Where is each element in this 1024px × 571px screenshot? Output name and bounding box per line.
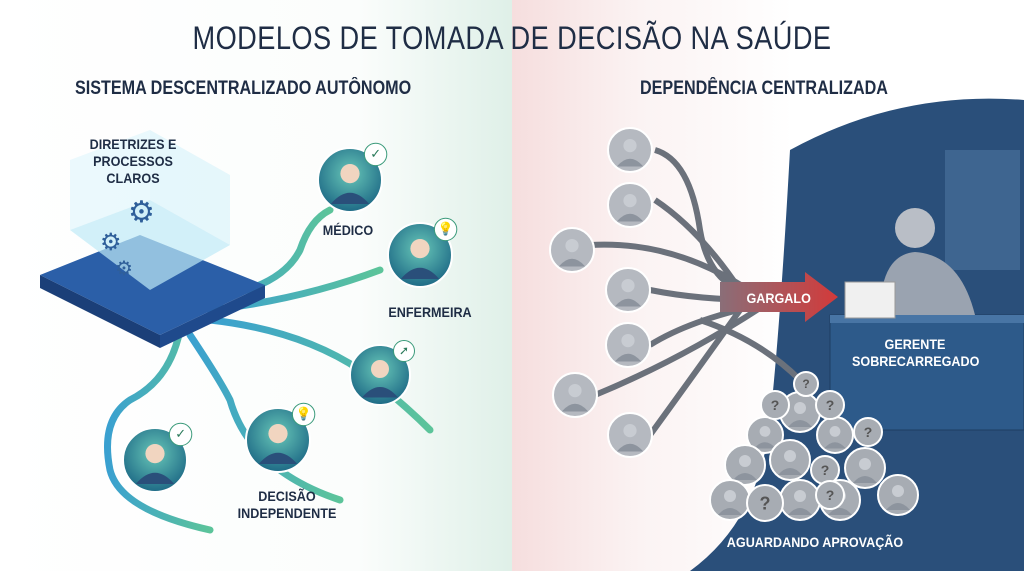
manager-line2: SOBRECARREGADO — [852, 353, 980, 369]
question-avatar: ? — [760, 390, 790, 420]
question-avatar: ? — [746, 484, 784, 522]
svg-text:?: ? — [771, 397, 780, 413]
outcome-label: DECISÃO INDEPENDENTE — [238, 488, 337, 522]
page-title: MODELOS DE TOMADA DE DECISÃO NA SAÚDE — [192, 20, 832, 56]
person-avatar — [607, 412, 653, 458]
person-avatar — [746, 416, 784, 454]
person-avatar — [779, 479, 821, 521]
hub-label: DIRETRIZES E PROCESSOS CLAROS — [75, 136, 192, 187]
paper-stack — [844, 281, 896, 319]
bottleneck-arrow — [720, 272, 838, 322]
person-avatar — [605, 267, 651, 313]
person-avatar: 💡 — [387, 217, 458, 288]
gear-icon: ⚙ — [100, 229, 122, 256]
question-avatar: ? — [793, 371, 819, 397]
svg-text:💡: 💡 — [296, 406, 312, 421]
left-heading: SISTEMA DESCENTRALIZADO AUTÔNOMO — [75, 78, 412, 99]
person-avatar: ➚ — [349, 340, 415, 406]
person-avatar — [877, 474, 919, 516]
person-avatar — [607, 182, 653, 228]
question-avatar: ? — [815, 480, 845, 510]
desk — [829, 314, 1024, 431]
svg-text:💡: 💡 — [438, 221, 454, 236]
bottleneck-label: GARGALO — [746, 290, 811, 306]
gear-icon: ⚙ — [115, 258, 133, 280]
svg-text:➚: ➚ — [399, 344, 409, 358]
person-avatar: 💡 — [245, 402, 316, 473]
person-avatar — [709, 479, 751, 521]
manager-body — [880, 252, 975, 315]
person-avatar — [549, 227, 595, 273]
person-avatar: ✓ — [317, 142, 388, 213]
outcome-line1: DECISÃO — [258, 488, 316, 504]
svg-text:?: ? — [826, 397, 835, 413]
svg-text:✓: ✓ — [370, 146, 381, 161]
waiting-label: AGUARDANDO APROVAÇÃO — [726, 534, 904, 550]
question-avatar: ? — [853, 417, 883, 447]
right-heading: DEPENDÊNCIA CENTRALIZADA — [640, 78, 888, 99]
person-avatar — [844, 447, 886, 489]
person-avatar: ✓ — [122, 422, 193, 493]
svg-text:?: ? — [821, 462, 830, 478]
person-avatar — [552, 372, 598, 418]
svg-text:?: ? — [864, 424, 873, 440]
question-avatar: ? — [815, 390, 845, 420]
window-icon — [945, 150, 1020, 270]
question-avatar: ? — [810, 455, 840, 485]
svg-text:?: ? — [760, 493, 771, 513]
manager-line1: GERENTE — [884, 336, 946, 352]
person-avatar — [816, 416, 854, 454]
svg-text:?: ? — [802, 377, 809, 391]
role-medico: MÉDICO — [322, 222, 374, 238]
svg-text:✓: ✓ — [175, 426, 186, 441]
person-avatar — [769, 439, 811, 481]
manager-label: GERENTE SOBRECARREGADO — [852, 336, 980, 370]
role-enfermeira: ENFERMEIRA — [388, 304, 472, 320]
hub-label-line2: PROCESSOS CLAROS — [93, 153, 173, 186]
person-avatar — [724, 444, 766, 486]
svg-text:?: ? — [826, 487, 835, 503]
hub-label-line1: DIRETRIZES E — [89, 136, 177, 152]
outcome-line2: INDEPENDENTE — [237, 505, 337, 521]
manager-head — [895, 208, 935, 248]
person-avatar — [605, 322, 651, 368]
gear-icon: ⚙ — [128, 196, 155, 229]
person-avatar — [779, 391, 821, 433]
person-avatar — [607, 127, 653, 173]
